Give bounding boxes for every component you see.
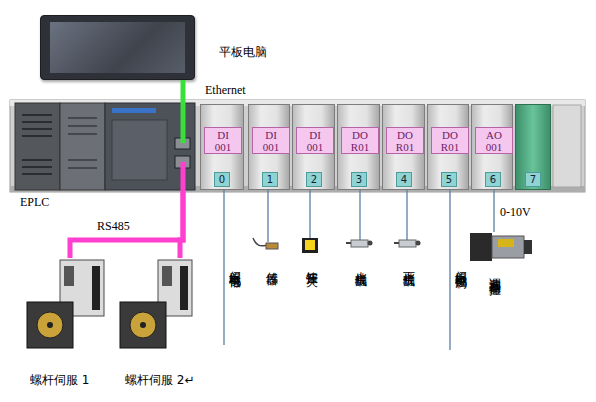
module-label: DI 001 bbox=[252, 127, 290, 154]
cylinder-symbol bbox=[394, 240, 421, 247]
cylinder-symbol bbox=[346, 240, 373, 247]
motor-shaft bbox=[140, 322, 146, 328]
motor-shaft bbox=[47, 322, 53, 328]
io-module: DO R01 3 bbox=[337, 104, 380, 190]
connector bbox=[162, 266, 172, 286]
slot-number: 6 bbox=[485, 172, 501, 187]
module-label: DO R01 bbox=[386, 127, 424, 154]
module-panel bbox=[60, 103, 105, 190]
ethernet-cable bbox=[181, 100, 186, 143]
leader-lines bbox=[224, 190, 494, 350]
motor-flange bbox=[27, 302, 73, 348]
device-label: 上挡板气缸 bbox=[352, 262, 369, 267]
io-module: AO 001 6 bbox=[471, 104, 513, 190]
device-label: 传感器 bbox=[263, 262, 280, 265]
motor-face bbox=[130, 312, 156, 338]
module-label: DI 001 bbox=[296, 127, 334, 154]
ethernet-cable bbox=[181, 80, 186, 100]
vent-grille bbox=[22, 115, 52, 174]
slot-number: 0 bbox=[214, 172, 230, 187]
device-label: 下挡板气缸 bbox=[400, 262, 417, 267]
io-module: DO R01 4 bbox=[382, 104, 425, 190]
plc-rack: EPLCDI 0010DI 0011DI 0012DO R013DO R014D… bbox=[10, 100, 585, 192]
sensor-symbol bbox=[253, 238, 278, 249]
slot-number: 7 bbox=[525, 172, 541, 187]
signal-label: 伺服电机信号 bbox=[226, 262, 243, 268]
end-cap bbox=[553, 105, 581, 187]
power-module bbox=[15, 103, 60, 190]
connector bbox=[64, 266, 74, 286]
edge-label: Ethernet bbox=[205, 83, 246, 98]
rs485-cable bbox=[181, 162, 186, 192]
io-module: DO R01 5 bbox=[427, 104, 469, 190]
servo-label: 螺杆伺服 2↵ bbox=[125, 372, 195, 389]
vent-grille bbox=[68, 118, 97, 168]
io-module: DI 001 1 bbox=[248, 104, 290, 190]
rack-rail bbox=[10, 100, 585, 192]
device-label: 平板电脑 bbox=[219, 44, 267, 61]
module-label: DO R01 bbox=[431, 127, 469, 154]
motor-face bbox=[37, 312, 63, 338]
voltage-range: 0-10V bbox=[500, 205, 531, 220]
edge-label: RS485 bbox=[97, 219, 130, 234]
device-label: 按钮开关 bbox=[303, 262, 320, 266]
slot-number: 2 bbox=[306, 172, 322, 187]
tablet-screen bbox=[50, 22, 185, 73]
cpu-panel bbox=[112, 120, 167, 180]
rack-label: EPLC bbox=[20, 195, 49, 210]
rs485-cable bbox=[180, 192, 183, 258]
servo-drive: 螺杆伺服 2↵ bbox=[118, 258, 194, 356]
slot-number: 3 bbox=[351, 172, 367, 187]
motor-flange bbox=[120, 302, 166, 348]
servo-illustration bbox=[118, 258, 194, 356]
module-label: AO 001 bbox=[475, 127, 513, 154]
module-label: DI 001 bbox=[204, 127, 242, 154]
rs485-cable bbox=[70, 192, 183, 258]
module-label: DO R01 bbox=[341, 127, 379, 154]
io-module: DI 001 2 bbox=[292, 104, 335, 190]
terminal-strip bbox=[92, 266, 100, 310]
button-symbol bbox=[302, 238, 318, 253]
terminal-strip bbox=[180, 266, 188, 310]
device-label: 调速和振动盘控 bbox=[486, 268, 503, 275]
slot-number: 5 bbox=[441, 172, 457, 187]
slot-number: 4 bbox=[396, 172, 412, 187]
motor-symbol bbox=[470, 233, 532, 261]
logo-strip bbox=[112, 108, 156, 113]
slot-number: 1 bbox=[262, 172, 278, 187]
servo-label: 螺杆伺服 1 bbox=[30, 372, 89, 389]
io-module: DI 001 0 bbox=[200, 104, 244, 190]
servo-drive: 螺杆伺服 1 bbox=[25, 258, 113, 356]
servo-illustration bbox=[25, 258, 113, 356]
terminal-module: 7 bbox=[515, 104, 551, 190]
signal-label: 伺服电机控制 bbox=[452, 262, 469, 268]
tablet-computer: 平板电脑 bbox=[40, 15, 195, 80]
